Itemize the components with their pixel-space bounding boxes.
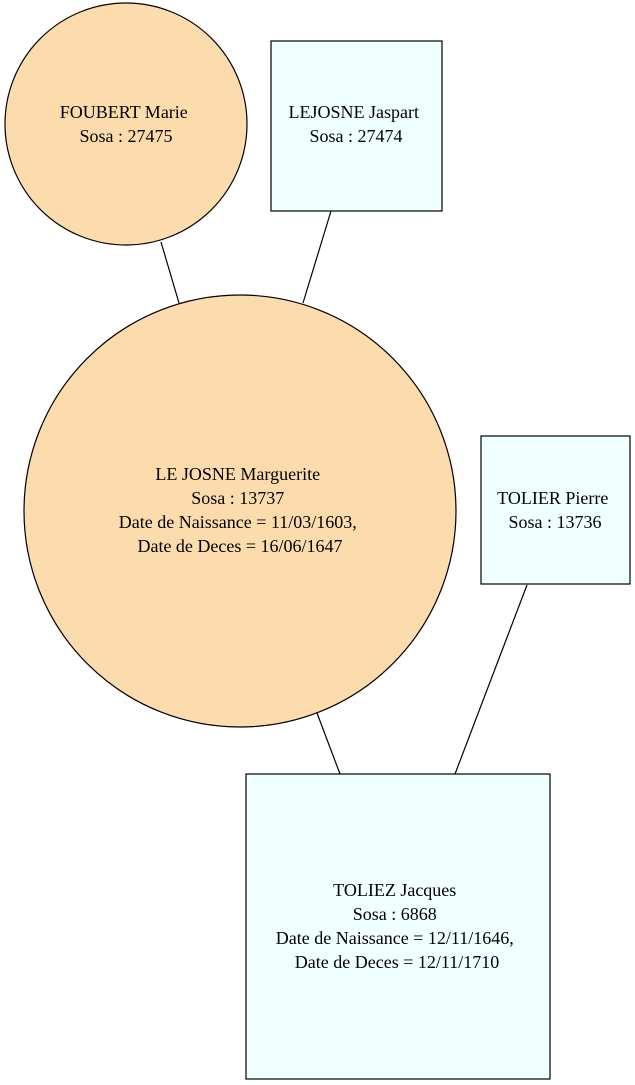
node-box [245,773,551,1080]
birth-date: Date de Naissance = 11/03/1603, [119,512,357,532]
person-node-lejosne-jaspart: LEJOSNE Jaspart Sosa : 27474 [270,40,443,212]
person-node-toliez-jacques: TOLIEZ Jacques Sosa : 6868 Date de Naiss… [245,773,551,1080]
node-label: FOUBERT Marie Sosa : 27475 [60,102,193,146]
death-date: Date de Deces = 16/06/1647 [137,536,342,556]
sosa-number: Sosa : 27475 [79,126,172,146]
node-box [480,435,631,585]
edge-foubert-marie-to-le-josne-marguerite [160,241,180,304]
birth-date: Date de Naissance = 12/11/1646, [276,928,514,948]
sosa-number: Sosa : 27474 [309,126,402,146]
person-node-foubert-marie: FOUBERT Marie Sosa : 27475 [4,2,248,246]
person-name: LEJOSNE Jaspart [289,102,419,122]
edge-lejosne-jaspart-to-le-josne-marguerite [302,210,332,304]
node-circle [23,294,457,728]
sosa-number: Sosa : 13737 [191,488,284,508]
person-name: TOLIER Pierre [497,488,608,508]
edge-le-josne-marguerite-to-toliez-jacques [316,712,341,775]
death-date: Date de Deces = 12/11/1710 [295,952,499,972]
node-label: TOLIER Pierre Sosa : 13736 [497,488,613,532]
node-circle [4,2,248,246]
sosa-number: Sosa : 6868 [353,904,437,924]
sosa-number: Sosa : 13736 [508,512,601,532]
person-node-le-josne-marguerite: LE JOSNE Marguerite Sosa : 13737 Date de… [23,294,457,728]
person-name: LE JOSNE Marguerite [155,464,320,484]
node-box [270,40,443,212]
person-name: TOLIEZ Jacques [333,880,456,900]
node-label: TOLIEZ Jacques Sosa : 6868 Date de Naiss… [276,880,518,972]
person-name: FOUBERT Marie [60,102,188,122]
edge-tolier-pierre-to-toliez-jacques [454,584,528,775]
node-label: LE JOSNE Marguerite Sosa : 13737 Date de… [119,464,361,556]
node-label: LEJOSNE Jaspart Sosa : 27474 [289,102,424,146]
person-node-tolier-pierre: TOLIER Pierre Sosa : 13736 [480,435,631,585]
